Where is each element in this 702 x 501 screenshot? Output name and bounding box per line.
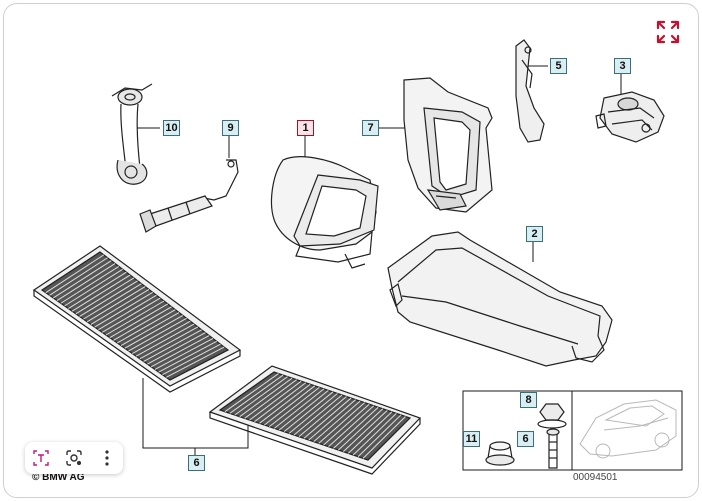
callout-9[interactable]: 9 — [222, 120, 239, 136]
more-options-icon[interactable] — [95, 446, 119, 470]
callout-7[interactable]: 7 — [362, 120, 379, 136]
callout-8[interactable]: 8 — [520, 392, 537, 408]
part-5-clip — [515, 39, 545, 143]
part-10-bracket — [111, 83, 153, 185]
callout-6-filter[interactable]: 6 — [188, 455, 205, 471]
text-select-icon[interactable] — [29, 446, 53, 470]
callout-3[interactable]: 3 — [614, 58, 631, 74]
part-6-bolt — [546, 428, 560, 469]
part-3-clamp — [595, 91, 665, 143]
callout-10[interactable]: 10 — [163, 120, 180, 136]
part-9-hose — [139, 159, 239, 233]
part-6-filter-left — [32, 245, 242, 393]
image-toolbar — [25, 442, 123, 474]
expand-arrows-icon[interactable] — [655, 19, 681, 45]
callout-1-selected[interactable]: 1 — [297, 120, 314, 136]
part-8-nut — [537, 403, 567, 429]
document-number: 00094501 — [573, 472, 618, 483]
callout-2[interactable]: 2 — [526, 226, 543, 242]
callout-6-bolt[interactable]: 6 — [517, 431, 534, 447]
part-6-filter-right — [208, 365, 422, 475]
callout-5[interactable]: 5 — [550, 58, 567, 74]
part-11-nut — [485, 441, 515, 466]
copyright-label: © BMW AG — [32, 472, 85, 483]
part-1-intake-duct — [270, 156, 379, 269]
vehicle-thumbnail — [579, 399, 677, 459]
part-2-housing-cover — [387, 231, 613, 367]
callout-11[interactable]: 11 — [463, 431, 480, 447]
part-7-funnel — [403, 77, 493, 213]
lens-search-icon[interactable] — [62, 446, 86, 470]
